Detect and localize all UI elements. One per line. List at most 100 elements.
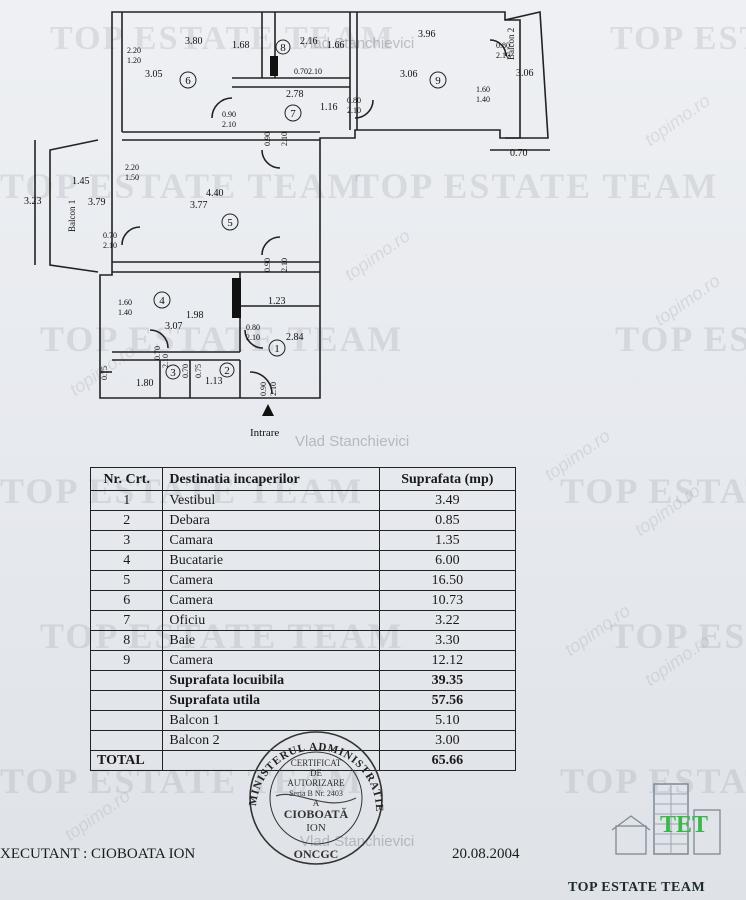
surface-table: Nr. Crt. Destinatia incaperilor Suprafat… (89, 467, 517, 771)
row-nr: 2 (89, 510, 164, 531)
row-area: 0.85 (378, 510, 517, 531)
room-3-marker: 3 (165, 364, 181, 380)
table-row: 3 Camara 1.35 (89, 530, 517, 551)
stamp-line: CIOBOATĂ (284, 807, 349, 821)
dimension-label: 0.70 (103, 231, 117, 240)
floor-plan: 6 8 9 7 5 4 1 (24, 11, 550, 439)
stamp-bottom: ONCGC (294, 847, 339, 861)
row-name: Baie (162, 630, 380, 651)
dimension-label: 1.13 (205, 376, 223, 387)
utila-label: Suprafata utila (162, 690, 380, 711)
row-area: 1.35 (378, 530, 517, 551)
logo-mark: TET (660, 812, 708, 838)
dimension-label: 2.10 (103, 241, 117, 250)
room-5-marker: 5 (221, 213, 239, 231)
entry-arrow-icon (262, 404, 274, 416)
table-row-utila: Suprafata utila 57.56 (89, 690, 517, 711)
row-nr: 4 (89, 550, 164, 571)
dimension-label: 2.10 (161, 354, 170, 368)
balcony-1-label: Balcon 1 (67, 200, 77, 232)
dimension-label: 3.79 (88, 197, 106, 208)
row-name: Camera (162, 650, 380, 671)
row-name: Vestibul (162, 490, 380, 511)
table-row: 2 Debara 0.85 (89, 510, 517, 531)
dimension-label: 4.40 (206, 188, 224, 199)
room-number: 2 (224, 365, 230, 377)
dimension-label: 1.60 (118, 298, 132, 307)
balcony-2-outline (504, 11, 549, 139)
dimension-label: 0.70 (181, 364, 190, 378)
dimension-label: 1.40 (118, 308, 132, 317)
dimension-label: 1.23 (268, 296, 286, 307)
total-value: 65.66 (378, 750, 517, 771)
table-row: 6 Camera 10.73 (89, 590, 517, 611)
room-4-marker: 4 (153, 291, 171, 309)
stamp-line: Seria B Nr. 2403 (289, 789, 343, 798)
dimension-label: 3.96 (418, 29, 436, 40)
row-area: 3.49 (378, 490, 517, 511)
stamp-line: A (313, 798, 320, 808)
row-area: 3.22 (378, 610, 517, 631)
stamp-line: CERTIFICAT (291, 758, 342, 768)
outer-wall (99, 11, 521, 399)
dimension-label: 2.10 (280, 132, 289, 146)
row-nr: 9 (89, 650, 164, 671)
dimension-label: 3.23 (24, 196, 42, 207)
watermark-author: Vlad Stanchievici (300, 833, 415, 850)
watermark-brand: TOP ESTATE TEAM (355, 166, 719, 206)
room-number: 6 (185, 75, 191, 87)
row-area: 12.12 (378, 650, 517, 671)
dimension-label: 0.80 (496, 41, 510, 50)
dimension-label: 0.90 (263, 132, 272, 146)
watermark-brand: TOP ESTATE TEAM (610, 616, 746, 656)
row-area: 6.00 (378, 550, 517, 571)
dimension-label: 1.20 (127, 56, 141, 65)
watermark-brand: TOP ESTATE TEAM (0, 166, 364, 206)
executant-label: XECUTANT : CIOBOATA ION (0, 846, 196, 862)
table-row-balcon-2: Balcon 2 3.00 (89, 730, 517, 751)
row-nr: 7 (89, 610, 164, 631)
stamp-line: DE (310, 768, 322, 778)
dimension-label: 0.70 (510, 148, 528, 159)
dimension-label: 1.68 (232, 40, 250, 51)
logo-text: TOP ESTATE TEAM (568, 880, 706, 895)
balcony-2-label: Balcon 2 (506, 28, 516, 60)
table-row: 8 Baie 3.30 (89, 630, 517, 651)
dimension-label: 0.80 (347, 96, 361, 105)
row-name: Camera (162, 570, 380, 591)
dimension-label: 2.20 (125, 163, 139, 172)
header-surface: Suprafata (mp) (378, 467, 517, 491)
dimension-label: 1.60 (476, 85, 490, 94)
dimension-label: 1.45 (72, 176, 90, 187)
dimension-label: 1.16 (320, 102, 338, 113)
table-row: 7 Oficiu 3.22 (89, 610, 517, 631)
header-destination: Destinatia incaperilor (162, 467, 380, 491)
room-number: 3 (170, 367, 176, 379)
watermark-brand: TOP ESTATE TEAM (50, 20, 395, 57)
balcon-2-value: 3.00 (378, 730, 517, 751)
dimension-label: 1.66 (327, 40, 345, 51)
dimension-label: 0.75 (194, 364, 203, 378)
dimension-label: 2.10 (308, 67, 322, 76)
table-row-total: TOTAL 65.66 (89, 750, 517, 771)
row-name: Oficiu (162, 610, 380, 631)
dimension-label: 3.77 (190, 200, 208, 211)
dimension-label: 2.10 (347, 106, 361, 115)
row-nr: 1 (89, 490, 164, 511)
document-date: 20.08.2004 (452, 846, 520, 862)
dimension-label: 2.78 (286, 89, 304, 100)
row-nr: 5 (89, 570, 164, 591)
dimension-label: 0.70 (294, 67, 308, 76)
dimension-label: 2.10 (280, 258, 289, 272)
room-number: 1 (274, 343, 280, 355)
table-row-locuibila: Suprafata locuibila 39.35 (89, 670, 517, 691)
dimension-label: 1.98 (186, 310, 204, 321)
dimension-label: 1.50 (125, 173, 139, 182)
balcon-1-value: 5.10 (378, 710, 517, 731)
entry-label: Intrare (250, 427, 279, 439)
room-number: 5 (227, 217, 233, 229)
brand-logo-icon: TET (611, 783, 721, 855)
dimension-label: 2.16 (300, 36, 318, 47)
room-8-marker: 8 (275, 39, 291, 55)
watermark-brand: TOP ESTATE TEAM (560, 761, 746, 801)
